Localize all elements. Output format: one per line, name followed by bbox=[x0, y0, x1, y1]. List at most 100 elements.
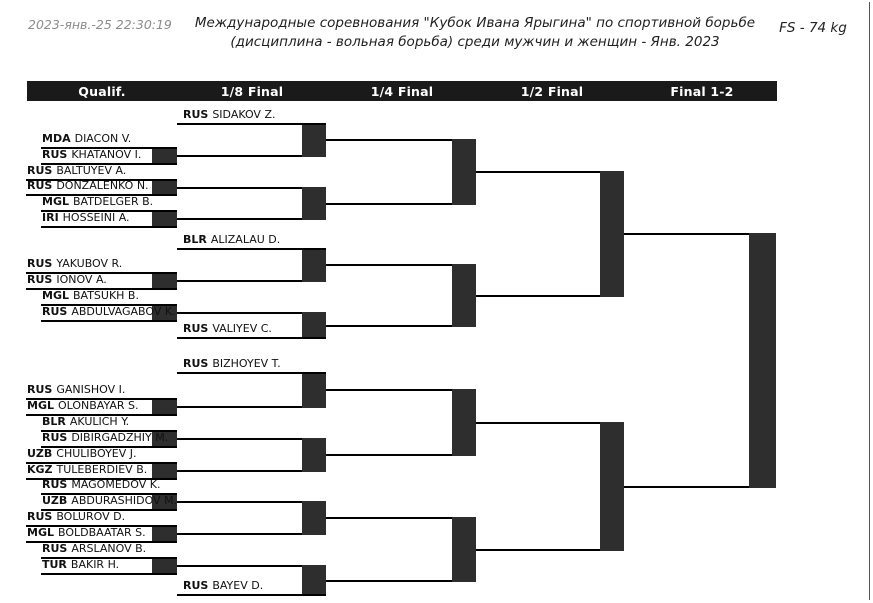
round-header-qualif: Qualif. bbox=[78, 83, 126, 99]
page-right-border-line bbox=[869, 2, 870, 600]
country-code: RUS bbox=[183, 357, 209, 370]
r16-out-line bbox=[326, 264, 452, 266]
country-code: RUS bbox=[183, 108, 209, 121]
country-code: RUS bbox=[27, 383, 53, 396]
qualif-entry-line bbox=[41, 163, 177, 165]
round-header-final: Final 1-2 bbox=[670, 83, 734, 99]
entrant-name: DIBIRGADZHIY M. bbox=[71, 431, 169, 444]
entrant-name: ALIZALAU D. bbox=[210, 233, 281, 246]
qualif-entry-line bbox=[41, 320, 177, 322]
competition-title-line1: Международные соревнования "Кубок Ивана … bbox=[194, 15, 756, 31]
quarterfinal-out-line bbox=[476, 171, 600, 173]
qualif-winner-box bbox=[152, 304, 177, 322]
country-code: RUS bbox=[27, 257, 53, 270]
qualif-entry-line bbox=[26, 478, 177, 480]
quarterfinal-out-line bbox=[476, 549, 600, 551]
country-code: UZB bbox=[42, 494, 68, 507]
round-header-1-4: 1/4 Final bbox=[370, 83, 434, 99]
qualif-winner-box bbox=[152, 272, 177, 290]
qualif-out-line bbox=[177, 501, 302, 503]
r16-winner-box bbox=[302, 565, 326, 596]
r16-entry-line bbox=[177, 337, 326, 339]
qualif-entry-line bbox=[41, 557, 177, 559]
qualif-winner-box bbox=[152, 493, 177, 511]
country-code: BLR bbox=[183, 233, 207, 246]
quarterfinal-out-line bbox=[476, 422, 600, 424]
entrant-name: GANISHOV I. bbox=[56, 383, 126, 396]
r16-entry-line bbox=[177, 594, 326, 596]
qualif-entry-line bbox=[26, 462, 177, 464]
qualif-winner-box bbox=[152, 462, 177, 480]
r16-entry-line bbox=[177, 372, 326, 374]
country-code: RUS bbox=[183, 322, 209, 335]
country-code: MGL bbox=[42, 195, 69, 208]
entrant-name: ABDULVAGABOV K. bbox=[71, 305, 176, 318]
r16-out-line bbox=[326, 139, 452, 141]
round-header-1-2: 1/2 Final bbox=[520, 83, 584, 99]
quarterfinal-winner-box bbox=[452, 517, 476, 582]
entrant-name: DONZALENKO N. bbox=[56, 179, 149, 192]
r16-entry-line bbox=[177, 123, 326, 125]
country-code: BLR bbox=[42, 415, 66, 428]
entrant-name: HOSSEINI A. bbox=[62, 211, 130, 224]
round-header-1-8: 1/8 Final bbox=[220, 83, 284, 99]
entrant-name: IONOV A. bbox=[56, 273, 107, 286]
country-code: UZB bbox=[27, 447, 53, 460]
qualif-out-line bbox=[177, 565, 302, 567]
country-code: RUS bbox=[42, 542, 68, 555]
timestamp: 2023-янв.-25 22:30:19 bbox=[28, 17, 172, 32]
qualif-winner-box bbox=[152, 147, 177, 165]
qualif-winner-box bbox=[152, 179, 177, 196]
semifinal-winner-box bbox=[600, 171, 624, 297]
entrant-name: KHATANOV I. bbox=[71, 148, 142, 161]
qualif-entry-line bbox=[26, 194, 177, 196]
country-code: MGL bbox=[27, 526, 54, 539]
final-box bbox=[749, 233, 776, 488]
entrant-name: ABDURASHIDOV M. bbox=[71, 494, 178, 507]
entrant-name: TULEBERDIEV B. bbox=[56, 463, 148, 476]
r16-winner-box bbox=[302, 372, 326, 408]
entrant-name: BALTUYEV A. bbox=[56, 164, 127, 177]
entrant-name: BIZHOYEV T. bbox=[212, 357, 281, 370]
competition-title-line2: (дисциплина - вольная борьба) среди мужч… bbox=[230, 34, 720, 50]
qualif-out-line bbox=[177, 470, 302, 472]
qualif-entry-line bbox=[41, 210, 177, 212]
weight-class-label: FS - 74 kg bbox=[779, 20, 847, 36]
entrant-name: BOLDBAATAR S. bbox=[57, 526, 146, 539]
qualif-entry-line bbox=[41, 430, 177, 432]
quarterfinal-winner-box bbox=[452, 389, 476, 456]
qualif-out-line bbox=[177, 438, 302, 440]
qualif-out-line bbox=[177, 406, 302, 408]
r16-winner-box bbox=[302, 187, 326, 220]
qualif-out-line bbox=[177, 218, 302, 220]
qualif-entry-line bbox=[26, 179, 177, 181]
semifinal-winner-box bbox=[600, 422, 624, 551]
country-code: MGL bbox=[42, 289, 69, 302]
qualif-entry-line bbox=[26, 398, 177, 400]
entrant-name: OLONBAYAR S. bbox=[57, 399, 139, 412]
qualif-entry-line bbox=[26, 272, 177, 274]
semifinal-out-line bbox=[624, 233, 749, 235]
qualif-entry-line bbox=[41, 493, 177, 495]
entrant-name: CHULIBOYEV J. bbox=[56, 447, 137, 460]
qualif-out-line bbox=[177, 312, 302, 314]
qualif-entry-line bbox=[41, 147, 177, 149]
